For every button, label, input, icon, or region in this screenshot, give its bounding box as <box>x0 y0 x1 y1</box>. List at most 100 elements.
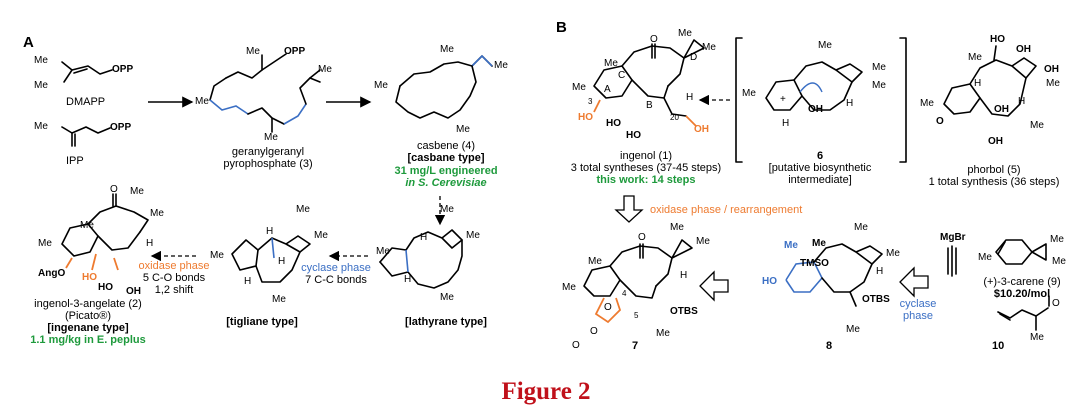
ingenol-angelate-structure <box>61 193 149 271</box>
cmpd7-me3: Me <box>588 256 602 267</box>
ingenol-ho2: HO <box>606 118 621 129</box>
cmpd8-num: 8 <box>826 340 833 352</box>
cmpd8-me2: Me <box>886 248 900 259</box>
carene-name: (+)-3-carene (9) <box>983 276 1061 288</box>
lathyrane-me2: Me <box>466 230 480 241</box>
int6-num: 6 <box>816 150 824 162</box>
cmpd7-o1: O <box>638 232 646 243</box>
int6-me4: Me <box>742 88 756 99</box>
casbene-yield-1: 31 mg/L engineered <box>394 165 498 177</box>
cmpd7-h: H <box>680 270 688 281</box>
casbene-me2: Me <box>494 60 508 71</box>
ingenol-name: ingenol (1) <box>620 150 672 162</box>
phorbol-syntheses: 1 total synthesis (36 steps) <box>928 176 1060 188</box>
int6-me2: Me <box>872 62 886 73</box>
phorbol-ho: HO <box>990 34 1005 45</box>
phorbol-h2: H <box>1018 96 1026 107</box>
dmapp-name: DMAPP <box>66 96 106 108</box>
panel-b-label: B <box>556 19 567 36</box>
ingenol-ring-b: B <box>646 100 653 111</box>
angelate-type: [ingenane type] <box>47 322 129 334</box>
casbene-me4: Me <box>456 124 470 135</box>
cmpd8-me4: Me <box>784 240 798 251</box>
lathyrane-me1: Me <box>440 204 454 215</box>
ingenol-me1: Me <box>678 28 692 39</box>
tigliane-structure <box>231 235 311 283</box>
ingenol-me3: Me <box>604 58 618 69</box>
cmpd7-me2: Me <box>696 236 710 247</box>
cmpd7-o2: O <box>604 302 612 313</box>
lathyrane-h1: H <box>420 232 428 243</box>
carene-me2: Me <box>1050 234 1064 245</box>
ingenol-oh: OH <box>694 124 709 135</box>
cmpd7-me1: Me <box>670 222 684 233</box>
cmpd10-structure <box>997 295 1050 331</box>
dmapp-me-top: Me <box>34 55 48 66</box>
phorbol-me1: Me <box>968 52 982 63</box>
cyclase-a-label: cyclase phase <box>301 262 371 274</box>
ingenol-n20: 20 <box>670 113 679 122</box>
ipp-opp: OPP <box>110 122 132 133</box>
int6-desc-1: [putative biosynthetic <box>768 162 872 174</box>
cmpd8-structure <box>785 243 883 307</box>
casbene-type: [casbane type] <box>407 152 485 164</box>
ipp-me: Me <box>34 121 48 132</box>
ingenol-me4: Me <box>572 82 586 93</box>
oxidase-a-label: oxidase phase <box>138 260 210 272</box>
ipp-structure <box>61 126 111 147</box>
angelate-yield: 1.1 mg/kg in E. peplus <box>30 334 146 346</box>
phorbol-structure <box>943 45 1037 117</box>
carene-price: $10.20/mol <box>993 288 1051 300</box>
casbene-yield-2: in S. Cerevisiae <box>405 177 487 189</box>
cmpd7-num: 7 <box>632 340 639 352</box>
cmpd7-me5: Me <box>656 328 670 339</box>
phorbol-oh3: OH <box>994 104 1009 115</box>
cmpd7-o4: O <box>572 340 580 351</box>
oxidase-a-shift: 1,2 shift <box>154 284 194 296</box>
carene-me3: Me <box>1052 256 1066 267</box>
alkyne-mgbr: MgBr <box>940 232 966 243</box>
int6-me1: Me <box>818 40 832 51</box>
oxidase-a-bonds: 5 C-O bonds <box>142 272 206 284</box>
ingenol-syntheses: 3 total syntheses (37-45 steps) <box>570 162 722 174</box>
carene-structure <box>995 239 1047 265</box>
ipp-name: IPP <box>66 155 84 167</box>
tigliane-h1: H <box>266 226 274 237</box>
ingenol-ring-d: D <box>690 52 698 63</box>
bracket-right <box>899 37 907 163</box>
phorbol-o: O <box>936 116 944 127</box>
hollow-arrow-down <box>614 195 644 223</box>
ingenol-o: O <box>650 34 658 45</box>
hollow-arrow-8-to-7 <box>699 270 729 302</box>
figure-caption: Figure 2 <box>501 378 591 405</box>
angelate-name: ingenol-3-angelate (2) <box>34 298 142 310</box>
int6-oh: OH <box>808 104 823 115</box>
int6-h1: H <box>846 98 854 109</box>
ggpp-opp: OPP <box>284 46 306 57</box>
ingenol-ho1: HO <box>578 112 593 123</box>
cmpd8-me3: Me <box>812 238 826 249</box>
cmpd10-me: Me <box>1030 332 1044 343</box>
angelate-ho1: HO <box>82 272 97 283</box>
lathyrane-h2: H <box>404 274 412 285</box>
ingenol-this-work: this work: 14 steps <box>596 174 696 186</box>
int6-desc-2: intermediate] <box>788 174 852 186</box>
cyclase-b-2: phase <box>903 310 933 322</box>
phorbol-name: phorbol (5) <box>967 164 1021 176</box>
phorbol-oh1: OH <box>1016 44 1031 55</box>
ggpp-me2: Me <box>195 96 209 107</box>
cmpd7-n4: 4 <box>622 289 627 298</box>
cyclase-a-bonds: 7 C-C bonds <box>305 274 367 286</box>
phorbol-me2: Me <box>1046 78 1060 89</box>
phorbol-me3: Me <box>920 98 934 109</box>
hollow-arrow-9-to-8 <box>899 266 929 298</box>
cmpd10-o: O <box>1052 298 1060 309</box>
int6-h2: H <box>782 118 790 129</box>
angelate-oh: OH <box>126 286 141 297</box>
casbene-structure <box>395 54 493 119</box>
ggpp-name-2: pyrophosphate (3) <box>223 158 313 170</box>
ingenol-me2: Me <box>702 42 716 53</box>
cmpd7-otbs: OTBS <box>670 306 698 317</box>
